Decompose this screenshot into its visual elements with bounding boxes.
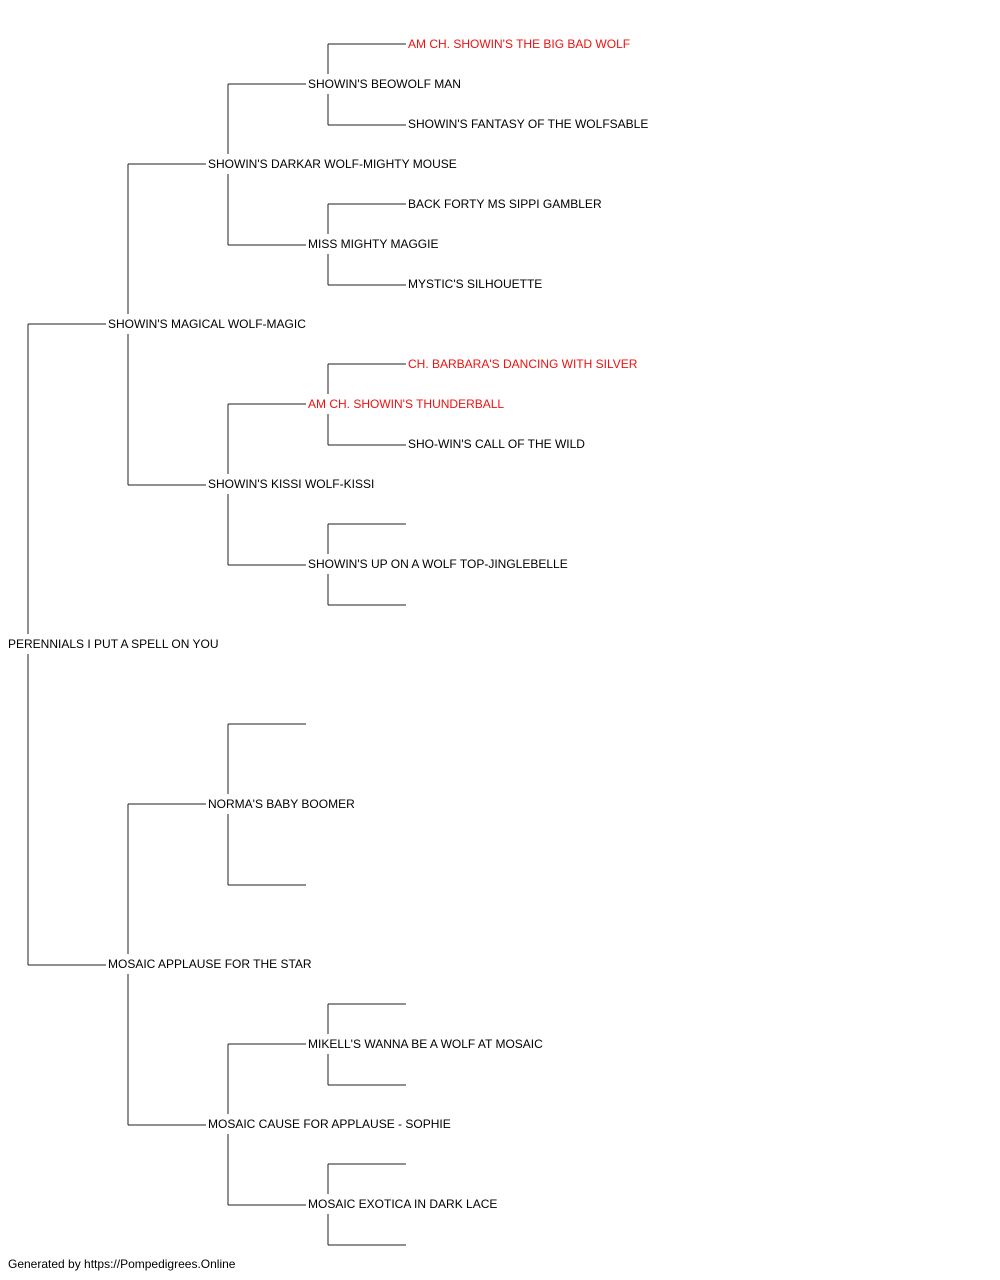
dog-name-dam-dam: MOSAIC CAUSE FOR APPLAUSE - SOPHIE [208, 1117, 451, 1131]
dog-name-sire-dam-sire-sire: CH. BARBARA'S DANCING WITH SILVER [408, 357, 638, 371]
dog-name-sire-sire: SHOWIN'S DARKAR WOLF-MIGHTY MOUSE [208, 157, 457, 171]
dog-name-sire: SHOWIN'S MAGICAL WOLF-MAGIC [108, 317, 306, 331]
dog-name-sire-sire-sire-dam: SHOWIN'S FANTASY OF THE WOLFSABLE [408, 117, 648, 131]
dog-name-sire-sire-dam: MISS MIGHTY MAGGIE [308, 237, 438, 251]
pedigree-tree: PERENNIALS I PUT A SPELL ON YOU SHOWIN'S … [8, 37, 648, 1246]
dog-name-sire-dam: SHOWIN'S KISSI WOLF-KISSI [208, 477, 374, 491]
dog-name-dam: MOSAIC APPLAUSE FOR THE STAR [108, 957, 312, 971]
footer-credit: Generated by https://Pompedigrees.Online [8, 1257, 236, 1271]
dog-name-sire-dam-sire-dam: SHO-WIN'S CALL OF THE WILD [408, 437, 585, 451]
dog-name-sire-sire-sire: SHOWIN'S BEOWOLF MAN [308, 77, 461, 91]
dog-name-sire-dam-sire: AM CH. SHOWIN'S THUNDERBALL [308, 397, 504, 411]
dog-name-sire-sire-dam-sire: BACK FORTY MS SIPPI GAMBLER [408, 197, 602, 211]
dog-name-sire-sire-sire-sire: AM CH. SHOWIN'S THE BIG BAD WOLF [408, 37, 630, 51]
dog-name-dam-dam-sire: MIKELL'S WANNA BE A WOLF AT MOSAIC [308, 1037, 543, 1051]
dog-name-sire-dam-dam: SHOWIN'S UP ON A WOLF TOP-JINGLEBELLE [308, 557, 568, 571]
dog-name-root: PERENNIALS I PUT A SPELL ON YOU [8, 637, 219, 651]
dog-name-dam-sire: NORMA'S BABY BOOMER [208, 797, 355, 811]
dog-name-sire-sire-dam-dam: MYSTIC'S SILHOUETTE [408, 277, 542, 291]
dog-name-dam-dam-dam: MOSAIC EXOTICA IN DARK LACE [308, 1197, 497, 1211]
